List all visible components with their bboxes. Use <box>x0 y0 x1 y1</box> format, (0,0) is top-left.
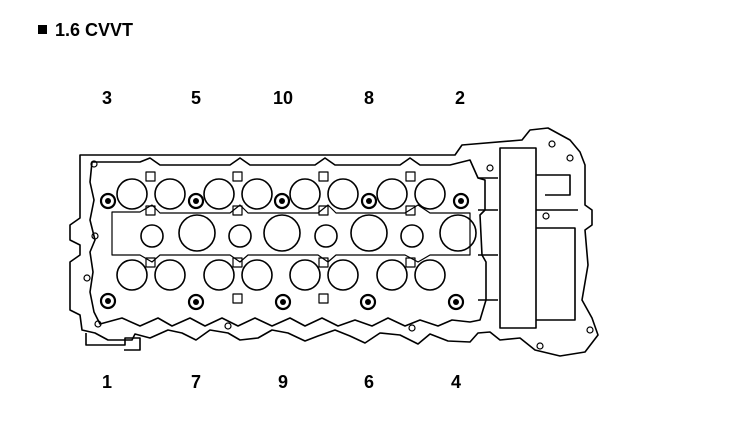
boss <box>405 171 416 182</box>
spark-plug-bore-2 <box>263 214 301 252</box>
sequence-number-bottom-2: 7 <box>190 372 202 392</box>
inner-flange-outline <box>89 157 487 327</box>
hole <box>542 212 550 220</box>
bolt-center <box>366 198 372 204</box>
spark-plug-bore-1 <box>178 214 216 252</box>
square-bullet-icon <box>38 24 47 34</box>
spark-plug-bore-4 <box>439 214 477 252</box>
cylinder-head-outline <box>69 127 599 357</box>
spark-plug-bore-3 <box>350 214 388 252</box>
hole <box>586 326 594 334</box>
boss <box>318 205 329 216</box>
diagram-title: 1.6 CVVT <box>38 20 133 41</box>
head-bolt-9 <box>274 293 292 311</box>
hole <box>566 154 574 162</box>
boss <box>318 257 329 268</box>
valve-top-5 <box>289 178 321 210</box>
timing-cover-edge <box>536 174 578 321</box>
valve-top-7 <box>376 178 408 210</box>
hole <box>90 160 98 168</box>
boss <box>232 171 243 182</box>
bolt-center <box>458 198 464 204</box>
valve-top-8 <box>414 178 446 210</box>
mounting-holes <box>83 140 594 350</box>
head-bolt-8 <box>360 192 378 210</box>
bolt-center <box>105 198 111 204</box>
head-bolt-centers-top <box>105 198 464 204</box>
head-bolt-4 <box>447 293 465 311</box>
sequence-number-top-3: 10 <box>272 88 294 108</box>
valve-top-2 <box>154 178 186 210</box>
sequence-number-top-5: 2 <box>454 88 466 108</box>
sequence-number-bottom-1: 1 <box>101 372 113 392</box>
boss <box>145 257 156 268</box>
valve-bottom-1 <box>116 259 148 291</box>
valve-bottom-2 <box>154 259 186 291</box>
boss <box>232 205 243 216</box>
diagram-title-text: 1.6 CVVT <box>55 20 134 40</box>
boss <box>232 257 243 268</box>
head-bolts-bottom <box>99 292 465 311</box>
boss <box>318 293 329 304</box>
camshaft-gallery <box>111 204 471 263</box>
valve-bottom-7 <box>376 259 408 291</box>
valve-bottom-4 <box>241 259 273 291</box>
head-bolts-top <box>99 192 470 210</box>
bolt-center <box>453 299 459 305</box>
boss <box>232 293 243 304</box>
sequence-number-top-1: 3 <box>101 88 113 108</box>
valve-bottom-3 <box>203 259 235 291</box>
mounting-tab <box>85 333 141 351</box>
timing-cover-panel <box>499 147 537 329</box>
bolt-center <box>105 298 111 304</box>
boss <box>405 257 416 268</box>
valve-bottom-6 <box>327 259 359 291</box>
bolt-center <box>193 198 199 204</box>
bolt-center <box>193 299 199 305</box>
journal-bore-4 <box>400 224 424 248</box>
bolt-center <box>365 299 371 305</box>
valve-bottom-5 <box>289 259 321 291</box>
boss <box>318 171 329 182</box>
journal-bore-1 <box>140 224 164 248</box>
cover-bracket <box>478 177 498 301</box>
head-bolt-3 <box>99 192 117 210</box>
head-bolt-7 <box>187 293 205 311</box>
head-bolt-centers-bottom <box>105 298 459 305</box>
valve-top-4 <box>241 178 273 210</box>
sequence-number-top-4: 8 <box>363 88 375 108</box>
hole <box>408 324 416 332</box>
head-bolt-5 <box>187 192 205 210</box>
boss <box>145 205 156 216</box>
hole <box>224 322 232 330</box>
boss <box>405 205 416 216</box>
valve-bottom-8 <box>414 259 446 291</box>
valve-top-6 <box>327 178 359 210</box>
hole <box>94 320 102 328</box>
valve-top-1 <box>116 178 148 210</box>
journal-bore-2 <box>228 224 252 248</box>
journal-bore-3 <box>314 224 338 248</box>
cam-cap-bosses <box>145 171 416 304</box>
head-bolt-2 <box>452 192 470 210</box>
boss <box>145 171 156 182</box>
hole <box>91 232 99 240</box>
hole <box>486 164 494 172</box>
head-bolt-10 <box>273 192 291 210</box>
hole <box>548 140 556 148</box>
sequence-number-bottom-4: 6 <box>363 372 375 392</box>
head-bolt-6 <box>359 293 377 311</box>
sequence-number-bottom-5: 4 <box>450 372 462 392</box>
head-bolt-1 <box>99 292 117 310</box>
hole <box>83 274 91 282</box>
valve-top-3 <box>203 178 235 210</box>
hole <box>536 342 544 350</box>
sequence-number-top-2: 5 <box>190 88 202 108</box>
bolt-center <box>279 198 285 204</box>
sequence-number-bottom-3: 9 <box>277 372 289 392</box>
bolt-center <box>280 299 286 305</box>
